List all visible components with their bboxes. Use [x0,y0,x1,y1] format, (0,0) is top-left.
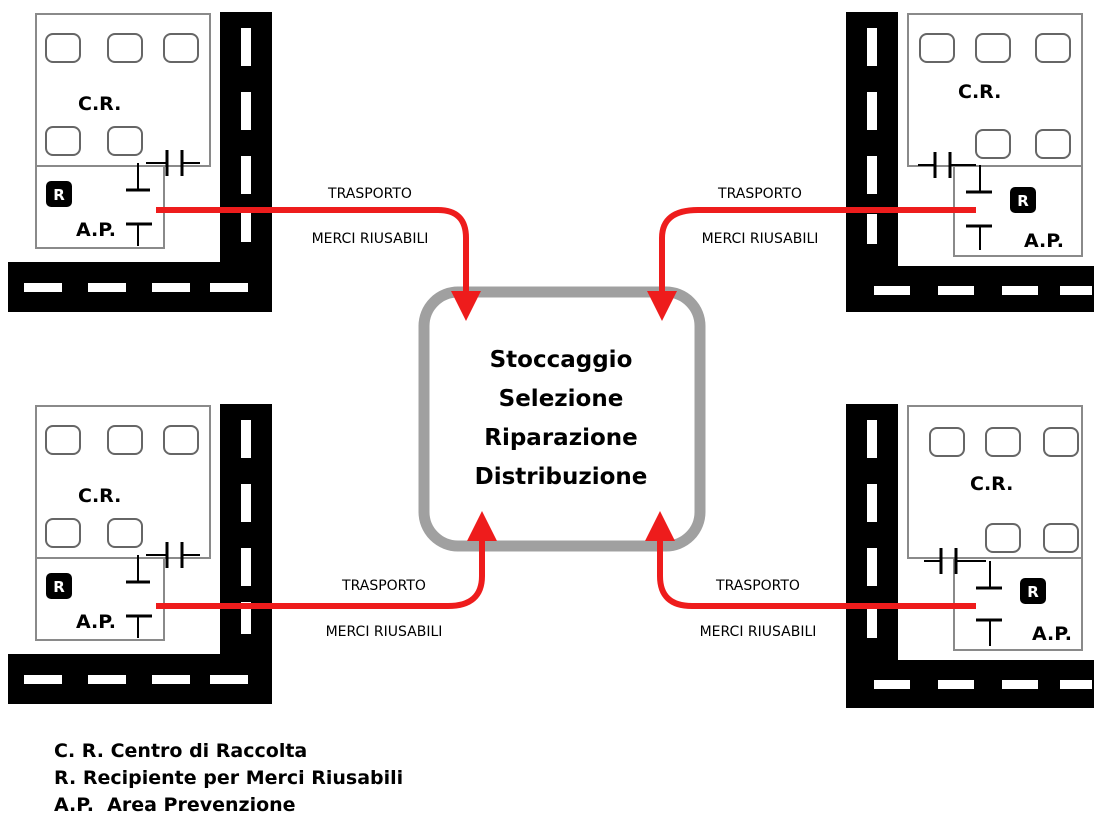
transport-label-bottom-left-1: TRASPORTO [341,578,426,594]
ap-label: A.P. [1024,230,1064,252]
building-bottom-left [35,405,211,641]
transport-label-bottom-right-2: MERCI RIUSABILI [700,624,817,640]
site-top-right: C.R. R A.P. [846,12,1094,312]
legend: C. R. Centro di Raccolta R. Recipiente p… [54,738,403,819]
site-bottom-left: C.R. R A.P. [8,404,272,704]
recipient-label: R [53,186,65,204]
recipient-label: R [1027,583,1039,601]
legend-line-r: R. Recipiente per Merci Riusabili [54,767,404,789]
recipient-icon [1020,578,1046,604]
transport-label-bottom-right-1: TRASPORTO [715,578,800,594]
recipient-label: R [1017,192,1029,210]
cr-label: C.R. [78,93,121,115]
legend-line-cr: C. R. Centro di Raccolta [54,740,308,762]
recipient-label: R [53,578,65,596]
ap-label: A.P. [76,611,116,633]
recipient-icon [46,181,72,207]
road-top-left [8,12,272,312]
center-line-2: Selezione [499,386,624,412]
transport-label-bottom-left-2: MERCI RIUSABILI [326,624,443,640]
site-bottom-right: C.R. R A.P. [846,404,1094,708]
processing-center-box [418,286,706,552]
site-top-left: C.R. R A.P. [8,12,272,312]
ap-label: A.P. [76,219,116,241]
recipient-icon [1010,187,1036,213]
center-line-1: Stoccaggio [490,347,633,373]
transport-label-top-left-1: TRASPORTO [327,186,412,202]
transport-arrow-bottom-right [645,511,976,609]
center-line-3: Riparazione [484,425,638,451]
cr-label: C.R. [78,485,121,507]
cr-label: C.R. [970,473,1013,495]
transport-arrow-top-right [647,207,976,321]
transport-label-top-right-1: TRASPORTO [717,186,802,202]
building-top-right [907,13,1083,257]
road-bottom-right [846,404,1094,708]
transport-arrow-top-left [156,207,481,321]
cr-label: C.R. [958,81,1001,103]
transport-label-top-right-2: MERCI RIUSABILI [702,231,819,247]
recipient-icon [46,573,72,599]
road-bottom-left [8,404,272,704]
transport-arrow-bottom-left [156,511,497,609]
road-top-right [846,12,1094,312]
ap-label: A.P. [1032,623,1072,645]
building-bottom-right [907,405,1083,651]
legend-line-ap: A.P. Area Prevenzione [54,794,296,816]
center-line-4: Distribuzione [475,464,648,490]
transport-label-top-left-2: MERCI RIUSABILI [312,231,429,247]
